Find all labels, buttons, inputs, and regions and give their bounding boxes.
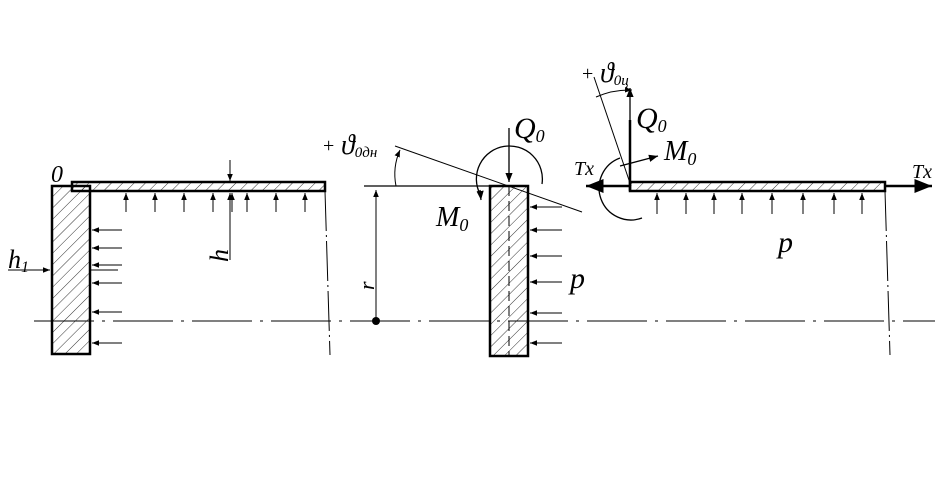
left-break-line [324, 190, 331, 356]
Tx-left-label: Tx [574, 158, 594, 180]
Tx-right-label: Tx [912, 161, 932, 183]
theta-cyl-arc [595, 86, 633, 98]
right-plate-pressure-arrows [654, 193, 865, 214]
p-label-right: p [776, 226, 793, 259]
p-label-middle: p [568, 262, 585, 295]
M0-label: M0 [435, 202, 468, 235]
right-break-line [884, 190, 891, 356]
theta-bottom-arc [394, 149, 401, 187]
left-plate-pressure-arrows [123, 193, 308, 212]
M0-right-label: M0 [663, 136, 696, 169]
middle-figure: r + ϑ0дн Q0 M0 p [323, 112, 585, 358]
left-figure: 0 h h1 [8, 160, 331, 356]
theta-cyl-label: ϑ0ц [600, 58, 629, 89]
r-label: r [354, 281, 379, 290]
Q0-right-label: Q0 [636, 102, 667, 136]
M0-arc [475, 145, 544, 195]
rotated-tangent-line [394, 145, 583, 213]
M0-right-arc [598, 157, 643, 221]
right-plate [628, 180, 887, 193]
middle-wall-pressure-arrows [530, 204, 562, 346]
left-wall [50, 184, 92, 356]
Q0-label: Q0 [514, 112, 545, 146]
right-figure: + ϑ0ц Q0 M0 Tx Tx p [574, 58, 932, 356]
left-wall-pressure-arrows [92, 227, 122, 346]
plus-sign-1: + [323, 135, 334, 157]
M0-right-arrow [619, 154, 659, 167]
left-plate [70, 180, 327, 193]
plus-sign-2: + [582, 63, 593, 85]
h1-label: h1 [8, 245, 29, 276]
rotated-wall-line [593, 76, 632, 187]
axis-point [372, 317, 380, 325]
h-label: h [205, 249, 234, 262]
origin-label: 0 [51, 162, 63, 188]
theta-bottom-label: ϑ0дн [341, 130, 377, 161]
